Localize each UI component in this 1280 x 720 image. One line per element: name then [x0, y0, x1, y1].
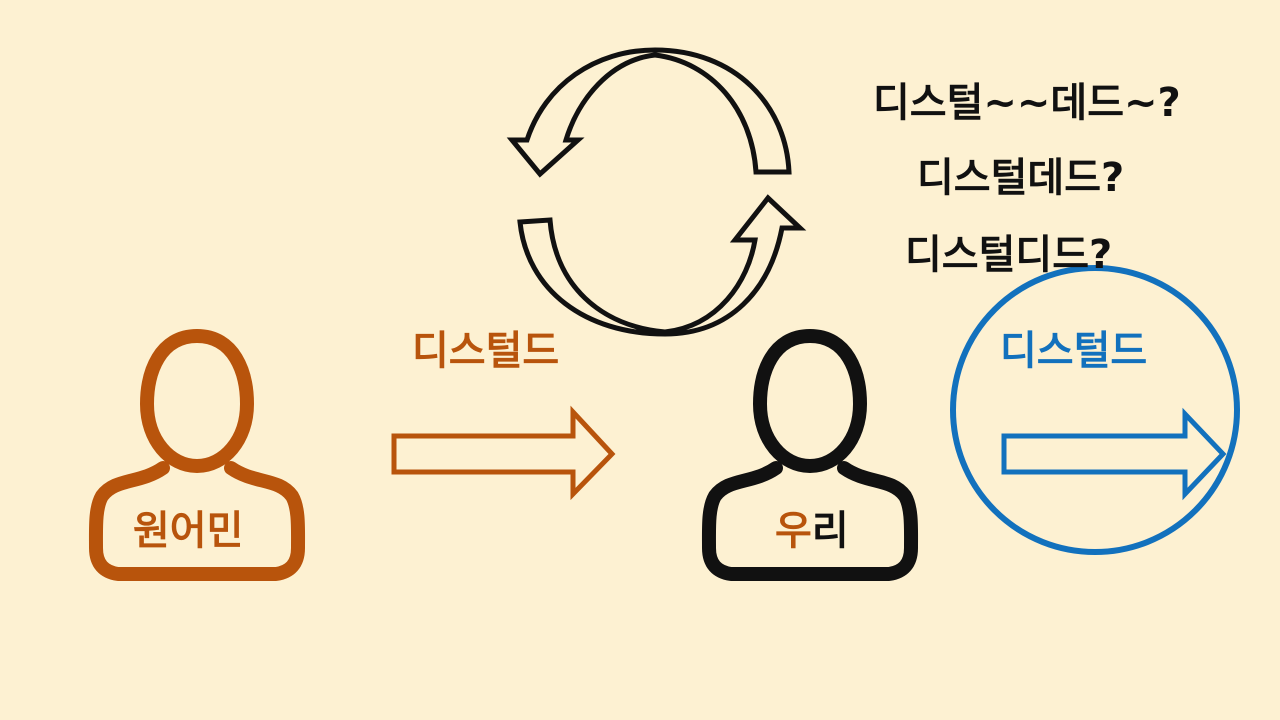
native-speaker-label: 원어민 — [133, 508, 244, 554]
refresh-cycle-icon — [506, 47, 807, 337]
blue-arrow-icon — [1001, 407, 1227, 501]
us-label: 우리 — [775, 498, 849, 556]
question-line-3: 디스털디드? — [905, 232, 1113, 278]
us-label-part2: 리 — [811, 508, 849, 554]
question-line-1: 디스털~~데드~? — [873, 80, 1181, 126]
orange-arrow-icon — [391, 405, 616, 501]
cycle-arrow-bottom-icon — [517, 194, 807, 337]
us-person-icon — [701, 329, 919, 581]
blue-arrow-label: 디스털드 — [1000, 328, 1148, 374]
highlight-circle — [950, 265, 1240, 555]
native-speaker-person-icon — [88, 329, 306, 581]
us-label-part1: 우 — [775, 508, 812, 554]
cycle-arrow-top-icon — [506, 47, 792, 178]
orange-arrow-label: 디스털드 — [412, 328, 560, 374]
question-line-2: 디스털데드? — [917, 155, 1125, 201]
